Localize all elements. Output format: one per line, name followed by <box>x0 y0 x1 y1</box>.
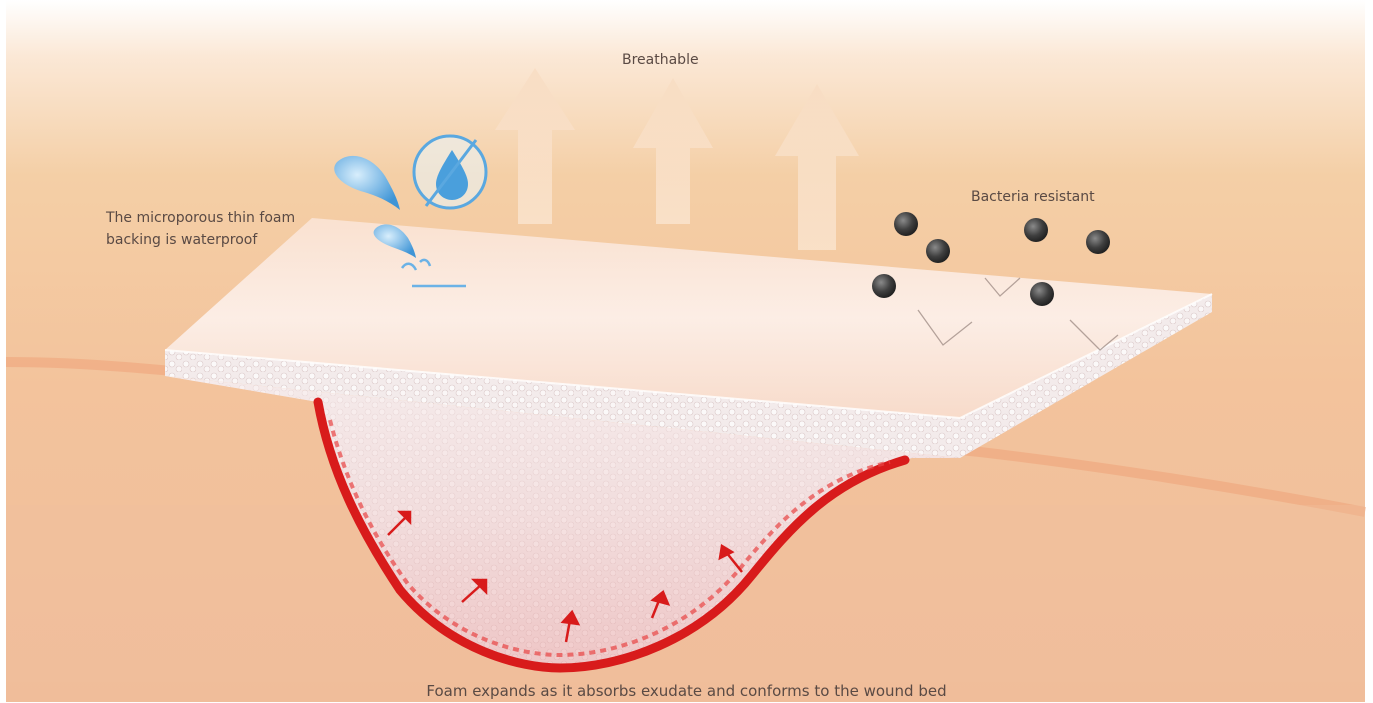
no-water-icon <box>414 136 486 208</box>
waterproof-label-line2: backing is waterproof <box>106 230 295 252</box>
bacteria-icon <box>926 239 950 263</box>
left-edge <box>0 0 6 702</box>
bacteria-icon <box>894 212 918 236</box>
bacteria-icon <box>1086 230 1110 254</box>
bacteria-icon <box>1024 218 1048 242</box>
waterproof-label: The microporous thin foam backing is wat… <box>106 208 295 251</box>
bacteria-icon <box>1030 282 1054 306</box>
right-edge <box>1365 0 1373 702</box>
bacteria-icon <box>872 274 896 298</box>
bacteria-label: Bacteria resistant <box>971 187 1095 209</box>
foam-caption: Foam expands as it absorbs exudate and c… <box>0 680 1373 703</box>
breathable-label: Breathable <box>622 50 699 72</box>
waterproof-label-line1: The microporous thin foam <box>106 208 295 230</box>
